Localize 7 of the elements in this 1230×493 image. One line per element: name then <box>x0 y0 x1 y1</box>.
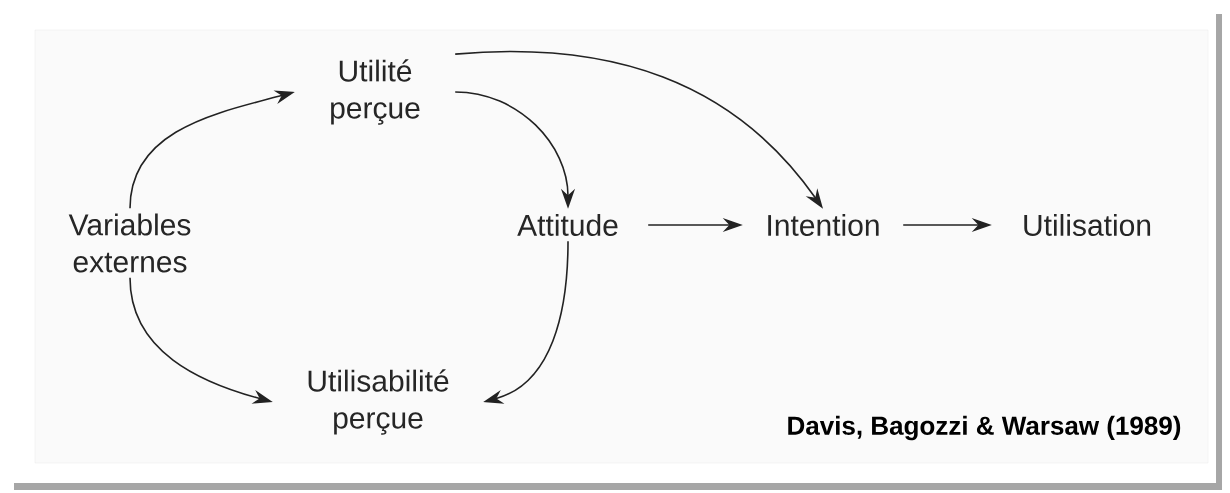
concept-label: Utilité perçue <box>331 59 420 125</box>
citation-text: Davis, Bagozzi & Warsaw (1989) <box>788 415 1181 441</box>
concept-label: Utilisabilité perçue <box>308 369 449 435</box>
concept-label: Variables externes <box>68 213 191 273</box>
concept-label: Intention <box>768 214 879 236</box>
concept-label: Attitude <box>517 214 618 236</box>
concept-label: Utilisation <box>1024 214 1151 236</box>
